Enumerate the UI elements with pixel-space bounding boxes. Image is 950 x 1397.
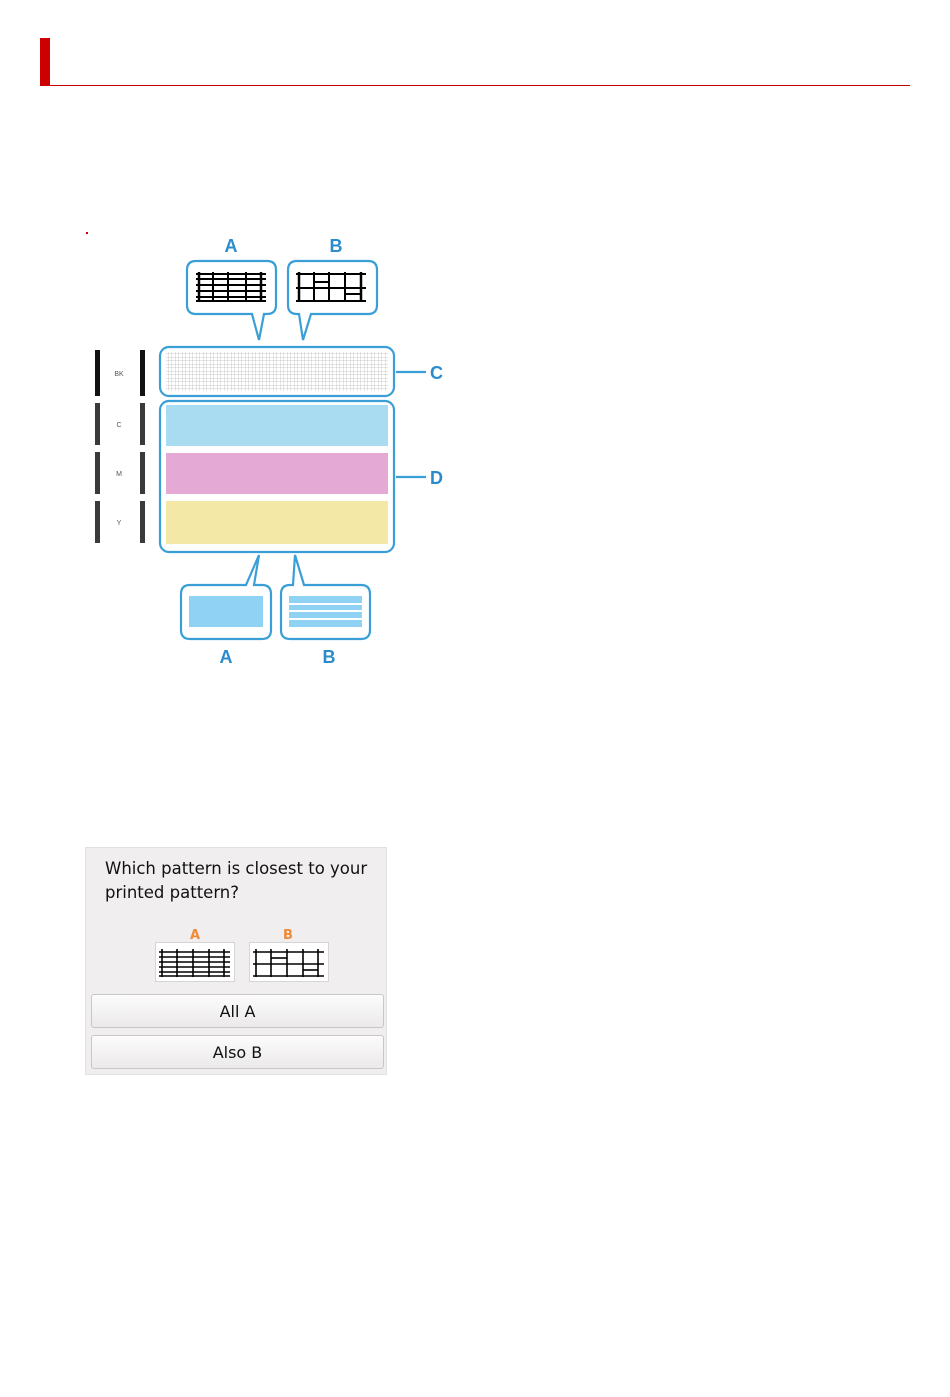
pattern-a-option[interactable] <box>155 942 235 982</box>
top-callout-b-letter: B <box>330 236 343 256</box>
bottom-callout-a: A <box>181 555 271 667</box>
yellow-band <box>166 501 388 544</box>
top-callout-b: B <box>288 236 377 340</box>
pattern-b-option[interactable] <box>249 942 329 982</box>
magenta-band <box>166 453 388 494</box>
all-a-button[interactable]: All A <box>91 994 384 1028</box>
row-label-bk: BK <box>114 371 124 378</box>
row-labels: BK C M Y <box>95 350 145 543</box>
black-grid-pattern <box>160 347 394 396</box>
nozzle-check-diagram: A B <box>80 230 460 670</box>
bottom-callout-a-letter: A <box>220 647 233 667</box>
row-label-c: C <box>116 422 121 429</box>
pattern-a-option-glyph <box>156 943 234 981</box>
bottom-callout-b-letter: B <box>323 647 336 667</box>
section-header-bar <box>40 38 50 86</box>
screen-question: Which pattern is closest to your printed… <box>105 857 380 905</box>
pattern-b-option-glyph <box>250 943 328 981</box>
pattern-a-label: A <box>190 928 200 943</box>
printer-screen: Which pattern is closest to your printed… <box>85 847 387 1075</box>
side-label-d-letter: D <box>430 468 443 488</box>
color-bands <box>160 401 394 552</box>
side-label-d: D <box>396 468 443 488</box>
bottom-callout-b: B <box>281 555 370 667</box>
top-callout-a-letter: A <box>225 236 238 256</box>
pattern-b-label: B <box>283 928 293 943</box>
section-header-rule <box>40 85 910 86</box>
row-label-m: M <box>116 471 122 478</box>
row-label-y: Y <box>117 520 122 527</box>
side-label-c-letter: C <box>430 363 443 383</box>
cyan-band <box>166 405 388 446</box>
side-label-c: C <box>396 363 443 383</box>
also-b-button[interactable]: Also B <box>91 1035 384 1069</box>
top-callout-a: A <box>187 236 276 340</box>
